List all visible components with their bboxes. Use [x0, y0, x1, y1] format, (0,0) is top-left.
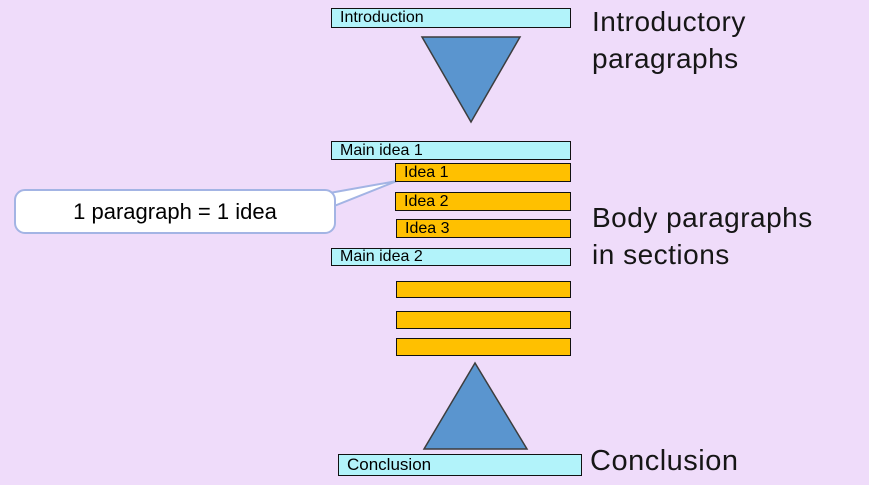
idea-1-label: Idea 1 — [404, 163, 449, 181]
conclusion-label: Conclusion — [590, 445, 739, 477]
body-label-line2: in sections — [592, 239, 730, 270]
idea-2-label: Idea 2 — [404, 192, 449, 210]
body-label-line1: Body paragraphs — [592, 202, 813, 233]
body-paragraphs-label: Body paragraphs in sections — [592, 199, 813, 273]
callout-bubble-shape — [14, 180, 398, 234]
idea-1-box: Idea 1 — [395, 163, 571, 182]
idea-2-box: Idea 2 — [395, 192, 571, 211]
introductory-label-line1: Introductory — [592, 6, 746, 37]
main-idea-2-box: Main idea 2 — [331, 248, 571, 266]
main-idea-1-label: Main idea 1 — [340, 141, 423, 159]
idea-3-label: Idea 3 — [405, 219, 450, 237]
main-idea-2-label: Main idea 2 — [340, 248, 423, 265]
idea-3-box: Idea 3 — [396, 219, 571, 238]
introduction-box: Introduction — [331, 8, 571, 28]
introductory-label-line2: paragraphs — [592, 43, 739, 74]
empty-idea-bar — [396, 338, 571, 356]
conclusion-box-label: Conclusion — [347, 455, 432, 474]
empty-idea-bar — [396, 311, 571, 329]
down-triangle-shape — [420, 36, 522, 124]
introduction-box-label: Introduction — [340, 9, 424, 26]
conclusion-box: Conclusion — [338, 454, 582, 476]
main-idea-1-box: Main idea 1 — [331, 141, 571, 160]
introductory-paragraphs-label: Introductory paragraphs — [592, 3, 746, 77]
up-triangle-shape — [422, 361, 529, 450]
callout-text: 1 paragraph = 1 idea — [73, 198, 277, 224]
empty-idea-bar — [396, 281, 571, 298]
